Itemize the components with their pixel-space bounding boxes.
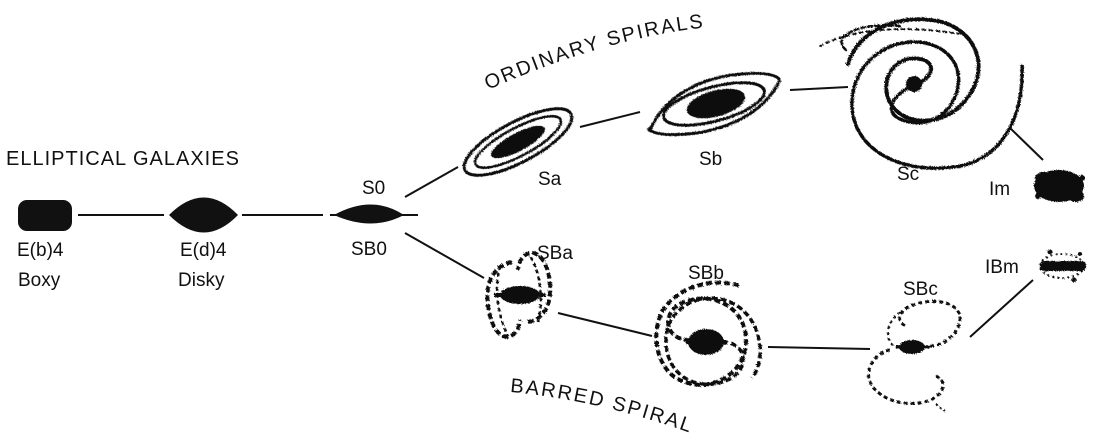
sb-label: Sb (699, 149, 723, 170)
connector-s0-sa (404, 166, 459, 198)
im-label: Im (989, 179, 1011, 200)
sbc-galaxy (867, 299, 962, 412)
connector-lines (78, 86, 1044, 350)
sbb-galaxy (654, 280, 762, 387)
sb-galaxy (646, 71, 782, 137)
connector-sbc-ibm (969, 279, 1034, 338)
s0-galaxy (330, 204, 418, 224)
ibm-galaxy (1039, 249, 1086, 283)
disky-desc-label: Disky (178, 270, 225, 291)
boxy-type-label: E(b)4 (17, 240, 64, 261)
s0-label: S0 (362, 178, 386, 199)
sc-galaxy (819, 17, 1024, 170)
sb0-label: SB0 (351, 239, 387, 260)
disky-elliptical-galaxy (169, 197, 238, 233)
connector-sba-sbb (557, 312, 653, 337)
connector-sc-im (1009, 127, 1044, 161)
ordinary-spirals-heading: ORDINARY SPIRALS (481, 10, 704, 94)
sc-label: Sc (897, 164, 920, 185)
disky-type-label: E(d)4 (180, 240, 227, 261)
connector-sa-sb (579, 111, 641, 128)
connector-sb-sc (789, 86, 849, 91)
sbb-label: SBb (688, 263, 724, 284)
ibm-label: IBm (985, 257, 1019, 278)
elliptical-galaxies-heading: ELLIPTICAL GALAXIES (6, 148, 240, 170)
sa-label: Sa (538, 169, 562, 190)
sbc-label: SBc (903, 279, 938, 300)
connector-sb0-sba (404, 232, 485, 279)
sba-galaxy (485, 251, 553, 339)
connector-sbb-sbc (767, 346, 871, 350)
boxy-elliptical-galaxy (18, 200, 72, 231)
svg-text:ORDINARY SPIRALS: ORDINARY SPIRALS (481, 10, 706, 94)
sba-label: SBa (537, 243, 573, 264)
sa-galaxy (462, 107, 574, 177)
boxy-desc-label: Boxy (18, 270, 61, 291)
im-galaxy (1034, 170, 1085, 202)
